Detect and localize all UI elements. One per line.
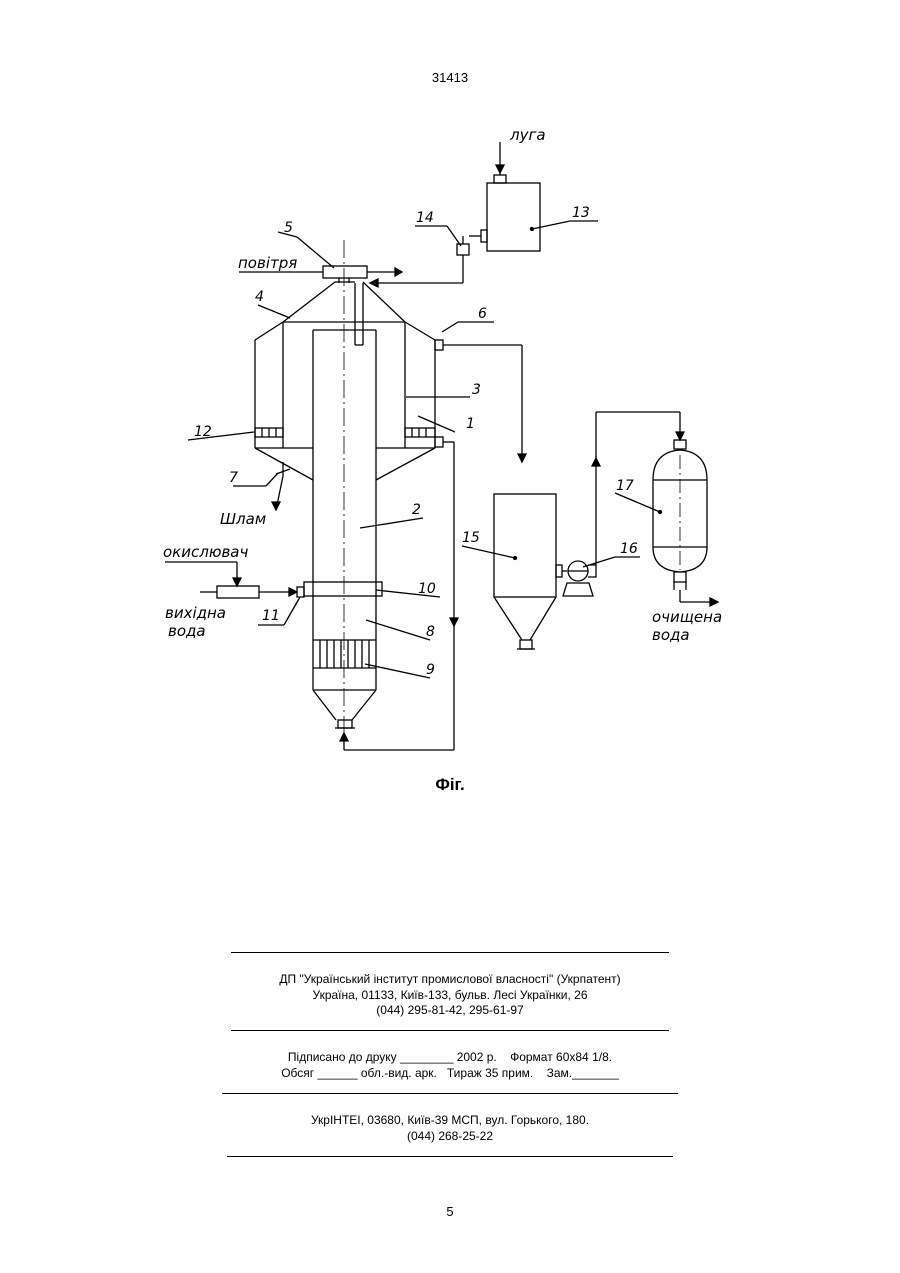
process-diagram: луга повітря Шлам окислювач вихідна вода… xyxy=(0,0,900,800)
sludge-outlet xyxy=(272,462,290,510)
lye-tank xyxy=(370,142,540,287)
part-number: 7 xyxy=(229,470,238,486)
part-number: 5 xyxy=(284,220,293,236)
part-number: 15 xyxy=(462,530,480,546)
lye-label: луга xyxy=(509,126,546,144)
part-number: 16 xyxy=(620,541,638,557)
oxidant-label: окислювач xyxy=(163,543,248,561)
filter-vessel xyxy=(653,440,718,606)
part-number: 17 xyxy=(616,478,634,494)
printer-address: УкрІНТЕІ, 03680, Київ-39 МСП, вул. Горьк… xyxy=(0,1112,900,1128)
part-number: 11 xyxy=(262,608,280,624)
part-number: 4 xyxy=(255,289,264,305)
part-number: 9 xyxy=(426,662,435,678)
purified-water-label-1: очищена xyxy=(652,608,722,626)
part-number: 2 xyxy=(412,502,421,518)
settler-tank xyxy=(494,494,562,649)
sludge-label: Шлам xyxy=(220,510,266,528)
separator-vessel xyxy=(255,282,435,480)
divider xyxy=(222,1093,678,1094)
source-water-label-1: вихідна xyxy=(165,604,226,622)
purified-water-label-2: вода xyxy=(652,626,690,644)
overflow-line xyxy=(435,340,526,462)
inlet-line xyxy=(165,562,304,598)
divider xyxy=(227,1156,673,1157)
printer-phone: (044) 268-25-22 xyxy=(0,1128,900,1144)
print-details: Підписано до друку ________ 2002 р. Форм… xyxy=(0,1049,900,1065)
divider xyxy=(231,952,669,953)
publisher-address: Україна, 01133, Київ-133, бульв. Лесі Ук… xyxy=(0,987,900,1003)
page-number: 5 xyxy=(0,1204,900,1219)
publisher-phones: (044) 295-81-42, 295-61-97 xyxy=(0,1002,900,1018)
air-label: повітря xyxy=(238,254,297,272)
part-number: 6 xyxy=(478,306,487,322)
part-number: 14 xyxy=(416,210,434,226)
part-number: 8 xyxy=(426,624,435,640)
part-number: 10 xyxy=(418,581,436,597)
print-volume: Обсяг ______ обл.-вид. арк. Тираж 35 при… xyxy=(0,1065,900,1081)
divider xyxy=(231,1030,669,1031)
part-number: 12 xyxy=(194,424,212,440)
part-number: 1 xyxy=(466,416,475,432)
recycle-line xyxy=(340,437,458,750)
part-number: 3 xyxy=(472,382,481,398)
part-number: 13 xyxy=(572,205,590,221)
source-water-label-2: вода xyxy=(168,622,206,640)
figure-caption: Фіг. xyxy=(0,775,900,795)
publisher-line: ДП "Український інститут промислової вла… xyxy=(0,971,900,987)
